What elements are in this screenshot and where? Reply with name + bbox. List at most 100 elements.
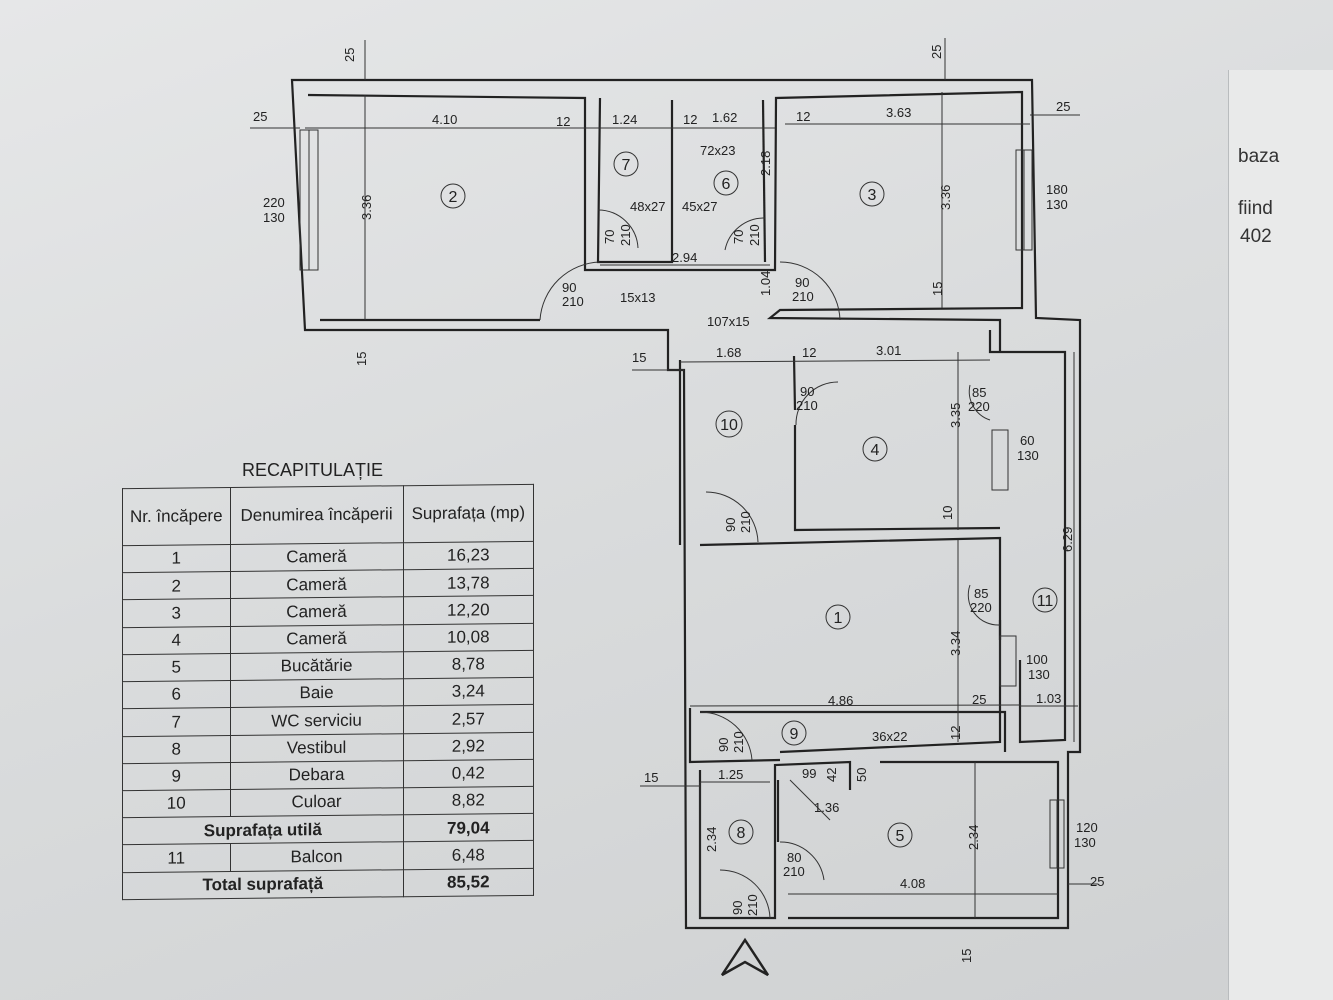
room-label-5: 5	[896, 828, 905, 845]
cell-area: 13,78	[403, 568, 534, 598]
header-area: Suprafața (mp)	[403, 484, 534, 543]
dim-d90e: 90	[716, 738, 731, 752]
dim-c25: 25	[972, 692, 986, 707]
total-area-value: 85,52	[403, 867, 534, 897]
dim-c104: 1.04	[758, 271, 773, 296]
cell-area: 0,42	[403, 759, 534, 788]
cell-name: WC serviciu	[230, 706, 404, 736]
cell-nr: 7	[122, 707, 230, 737]
dim-r2h: 3.36	[359, 195, 374, 220]
cell-name: Baie	[230, 678, 404, 708]
dim-t12b: 12	[683, 112, 697, 127]
room-markers: 1 2 3 4 5 6 7 8 9 10 11	[440, 151, 1058, 848]
dim-d90c: 90	[800, 384, 814, 399]
room-label-6: 6	[722, 176, 731, 193]
dim-d90b: 90	[795, 275, 809, 290]
dim-d210a: 210	[618, 224, 633, 246]
room-marker-5	[887, 822, 913, 848]
dim-w130c: 130	[1017, 448, 1039, 463]
room-label-10: 10	[720, 417, 738, 434]
dim-d50: 50	[854, 768, 869, 782]
dim-r10-10: 10	[940, 506, 955, 520]
dim-r25c: 25	[1090, 874, 1104, 889]
dim-w60: 60	[1020, 433, 1034, 448]
cell-nr: 1	[122, 544, 230, 573]
dim-r3w: 3.63	[886, 105, 911, 120]
dim-l15a: 15	[354, 352, 369, 366]
dim-r8w: 1.25	[718, 767, 743, 782]
dim-d220a: 220	[968, 399, 990, 414]
room-label-2: 2	[449, 189, 458, 206]
side-text-2: fiind	[1238, 198, 1273, 219]
dim-c12: 12	[948, 726, 963, 740]
cell-name: Vestibul	[230, 733, 404, 763]
dim-r6w: 1.62	[712, 110, 737, 125]
dim-b103: 1.03	[1036, 691, 1061, 706]
cell-area: 2,92	[403, 731, 534, 761]
cell-name: Debara	[230, 760, 404, 790]
cell-nr: 10	[122, 789, 230, 818]
cell-nr: 3	[122, 598, 230, 628]
cell-name: Cameră	[230, 624, 404, 654]
dimension-labels: 25 25 25 25 4.10 12 1.24 12 1.62 12 3.63…	[253, 45, 1104, 963]
dim-w130a: 130	[263, 210, 285, 225]
header-nr: Nr. încăpere	[122, 487, 230, 546]
cell-area: 2,57	[403, 704, 534, 734]
dim-d90f: 90	[730, 901, 745, 915]
cell-nr: 11	[122, 843, 230, 873]
cell-name: Balcon	[230, 842, 404, 872]
dim-d210i: 210	[745, 894, 760, 916]
cell-area: 12,20	[403, 595, 534, 625]
dim-r1w: 4.86	[828, 693, 853, 708]
dimension-lines	[250, 38, 1098, 918]
room-marker-1	[825, 604, 851, 630]
windows	[299, 129, 1065, 869]
dim-d85b: 85	[974, 586, 988, 601]
cell-area: 10,08	[403, 623, 534, 652]
dim-d42: 42	[824, 768, 839, 782]
cell-area: 16,23	[403, 541, 534, 570]
dim-d210h: 210	[783, 864, 805, 879]
dim-top25b: 25	[929, 45, 944, 59]
room-marker-6	[713, 170, 739, 196]
side-text-1: baza	[1238, 146, 1280, 167]
dim-r8h: 2.34	[704, 827, 719, 852]
cell-name: Cameră	[230, 569, 404, 599]
cell-name: Bucătărie	[230, 651, 404, 681]
dim-d210f: 210	[738, 511, 753, 533]
cell-name: Cameră	[230, 597, 404, 627]
side-text-3: 402	[1240, 226, 1272, 247]
dim-t12d: 12	[802, 345, 816, 360]
dim-b629: 6.29	[1060, 527, 1075, 552]
second-sheet-edge	[1228, 70, 1333, 1000]
dim-d80: 80	[787, 850, 801, 865]
dim-t12c: 12	[796, 109, 810, 124]
total-area-label: Total suprafață	[122, 869, 404, 900]
cell-name: Cameră	[230, 542, 404, 572]
room-marker-10	[715, 410, 743, 438]
dim-d70a: 70	[602, 230, 617, 244]
cell-nr: 6	[122, 680, 230, 709]
dim-d72: 72x23	[700, 143, 735, 158]
dim-l15c: 15	[644, 770, 658, 785]
dim-d220b: 220	[970, 600, 992, 615]
dim-d90a: 90	[562, 280, 576, 295]
cell-area: 3,24	[403, 677, 534, 707]
cell-nr: 9	[122, 762, 230, 791]
useful-area-value: 79,04	[403, 813, 534, 843]
room-marker-3	[859, 181, 885, 207]
dim-r4w: 3.01	[876, 343, 901, 358]
door-swings	[539, 209, 1001, 919]
dim-d136: 1.36	[814, 800, 839, 815]
